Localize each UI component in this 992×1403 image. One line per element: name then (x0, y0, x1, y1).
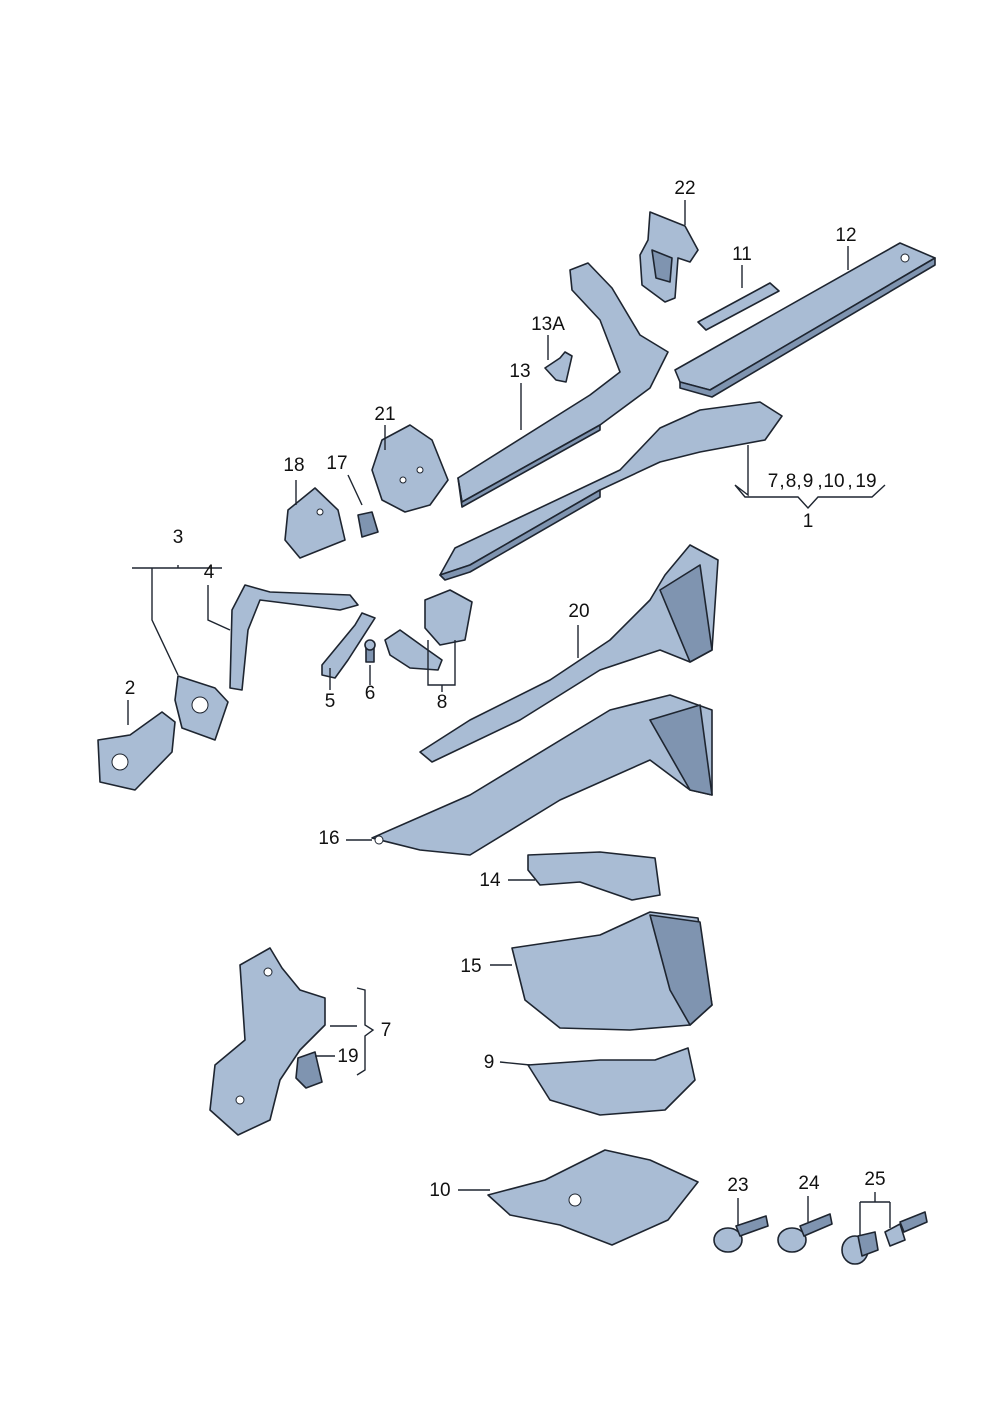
label-4: 4 (204, 562, 215, 583)
label-3: 3 (173, 527, 184, 548)
label-1: 1 (803, 511, 814, 532)
label-21: 21 (374, 404, 395, 425)
label-24: 24 (798, 1173, 820, 1194)
label-15: 15 (460, 956, 481, 977)
label-22: 22 (674, 178, 695, 199)
part-labels: 22 11 12 13A 13 21 18 17 3 4 2 5 6 8 20 … (125, 178, 886, 1201)
label-8-top: 8 (786, 471, 797, 492)
part-13[interactable] (457, 262, 669, 508)
label-12: 12 (835, 225, 856, 246)
part-6[interactable] (364, 639, 376, 663)
part-1-rail[interactable] (439, 401, 783, 581)
label-11: 11 (732, 244, 752, 265)
label-sep-1: , (779, 471, 784, 492)
label-sep-4: , (847, 471, 852, 492)
part-17[interactable] (357, 511, 379, 538)
label-10-top: 10 (823, 471, 844, 492)
part-25-nut[interactable] (841, 1231, 879, 1265)
part-14[interactable] (527, 851, 661, 901)
part-23[interactable] (713, 1215, 769, 1253)
part-25-bolt[interactable] (884, 1211, 928, 1247)
label-17: 17 (326, 453, 347, 474)
label-8: 8 (437, 692, 448, 713)
part-13a[interactable] (544, 351, 573, 383)
part-24[interactable] (777, 1213, 833, 1253)
part-9[interactable] (527, 1047, 696, 1116)
part-20[interactable] (419, 544, 719, 763)
label-5: 5 (325, 691, 336, 712)
label-7: 7 (381, 1020, 392, 1041)
label-14: 14 (479, 870, 501, 891)
label-18: 18 (283, 455, 304, 476)
leader-lines (127, 200, 891, 1236)
part-19[interactable] (295, 1051, 323, 1089)
label-13: 13 (509, 361, 530, 382)
label-sep-3: , (817, 471, 822, 492)
part-12[interactable] (674, 242, 936, 398)
part-16[interactable] (371, 694, 713, 856)
part-11[interactable] (697, 282, 780, 331)
part-7[interactable] (209, 947, 326, 1136)
label-19: 19 (337, 1046, 358, 1067)
label-9-top: 9 (803, 471, 814, 492)
label-19-top: 19 (855, 471, 876, 492)
part-18[interactable] (284, 487, 346, 559)
part-15[interactable] (511, 911, 713, 1031)
label-10: 10 (429, 1180, 450, 1201)
label-7-top: 7 (768, 471, 779, 492)
part-5[interactable] (321, 612, 376, 679)
part-2[interactable] (97, 711, 176, 791)
part-22[interactable] (639, 211, 699, 303)
part-21[interactable] (371, 424, 449, 513)
label-2: 2 (125, 678, 136, 699)
label-20: 20 (568, 601, 589, 622)
label-13a: 13A (531, 314, 565, 335)
part-8-bracket-a[interactable] (424, 589, 473, 646)
label-23: 23 (727, 1175, 748, 1196)
label-9: 9 (484, 1052, 495, 1073)
label-sep-2: , (796, 471, 801, 492)
label-16: 16 (318, 828, 339, 849)
label-25: 25 (864, 1169, 885, 1190)
part-10[interactable] (487, 1149, 699, 1246)
label-6: 6 (365, 683, 376, 704)
part-3[interactable] (174, 675, 229, 741)
part-4[interactable] (229, 584, 359, 691)
